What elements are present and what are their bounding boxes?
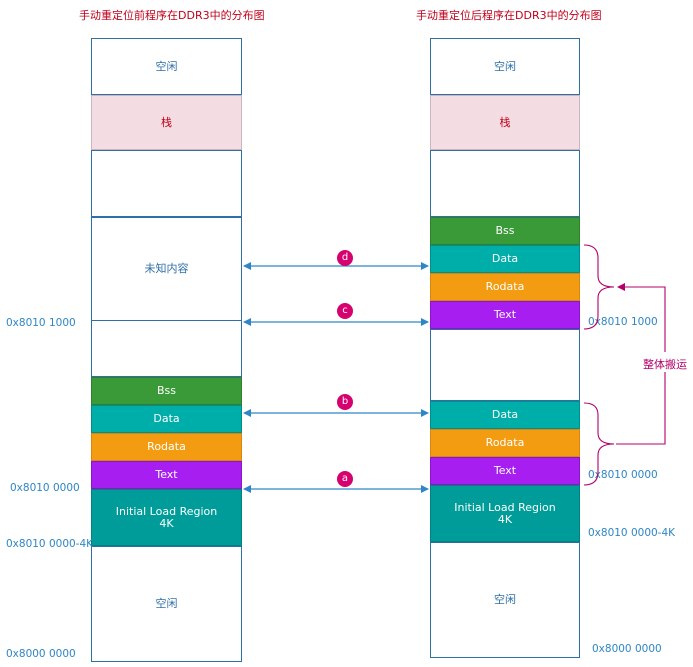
right-empty-block <box>430 150 580 217</box>
right-rodata2-block: Rodata <box>430 429 580 457</box>
left-bss-label: Bss <box>156 384 176 397</box>
right-text2-block: Text <box>430 457 580 485</box>
right-addr-80100000: 0x8010 0000 <box>588 469 658 481</box>
left-initial-load-block: Initial Load Region 4K <box>91 489 242 546</box>
left-free-top-block: 空闲 <box>91 38 242 95</box>
right-data2-label: Data <box>491 408 519 421</box>
badge-a: a <box>337 471 353 487</box>
right-addr-80101000: 0x8010 1000 <box>588 316 658 328</box>
lower-bracket <box>583 402 615 486</box>
badge-d: d <box>337 250 353 266</box>
right-text2-label: Text <box>493 464 517 477</box>
left-rodata-block: Rodata <box>91 433 242 461</box>
right-text-block: Text <box>430 301 580 329</box>
left-empty-block <box>91 150 242 217</box>
right-initial-load-line1: Initial Load Region <box>454 500 556 514</box>
right-diagram-title: 手动重定位后程序在DDR3中的分布图 <box>416 9 602 22</box>
right-addr-80000000: 0x8000 0000 <box>592 643 662 655</box>
right-free-top-label: 空闲 <box>494 59 516 73</box>
right-addr-80100000-minus-4k: 0x8010 0000-4K <box>588 527 676 539</box>
left-stack-label: 栈 <box>161 115 172 129</box>
left-unknown-block: 未知内容 <box>91 217 242 321</box>
left-bss-block: Bss <box>91 377 242 405</box>
left-data-label: Data <box>153 412 180 425</box>
right-free-bottom-label: 空闲 <box>494 593 516 606</box>
left-text-block: Text <box>91 461 242 489</box>
left-free-top-label: 空闲 <box>155 59 178 73</box>
right-initial-load-line2: 4K <box>497 512 513 526</box>
left-initial-load-line2: 4K <box>159 516 174 530</box>
upper-bracket <box>583 244 615 330</box>
left-addr-80101000: 0x8010 1000 <box>6 317 76 329</box>
left-free-bottom-block: 空闲 <box>91 546 242 662</box>
right-free-bottom-block: 空闲 <box>430 542 580 658</box>
left-addr-80100000-minus-4k: 0x8010 0000-4K <box>6 538 94 550</box>
left-diagram-title: 手动重定位前程序在DDR3中的分布图 <box>79 9 265 22</box>
left-addr-80000000: 0x8000 0000 <box>6 648 76 660</box>
right-gap-block <box>430 329 580 401</box>
right-initial-load-block: Initial Load Region 4K <box>430 485 580 542</box>
left-data-block: Data <box>91 405 242 433</box>
right-rodata2-label: Rodata <box>485 436 525 449</box>
left-gap-block <box>91 320 242 377</box>
right-stack-label: 栈 <box>499 115 511 129</box>
left-rodata-label: Rodata <box>147 440 186 453</box>
left-unknown-label: 未知内容 <box>144 262 189 275</box>
right-bss-block: Bss <box>430 217 580 245</box>
badge-b: b <box>337 394 353 410</box>
right-stack-block: 栈 <box>430 95 580 150</box>
left-free-bottom-label: 空闲 <box>155 597 178 610</box>
right-text-label: Text <box>493 308 517 321</box>
badge-c: c <box>337 303 353 319</box>
right-rodata-block: Rodata <box>430 273 580 301</box>
left-text-label: Text <box>155 468 178 481</box>
right-rodata-label: Rodata <box>485 280 525 293</box>
left-addr-80100000: 0x8010 0000 <box>10 482 80 494</box>
right-free-top-block: 空闲 <box>430 38 580 95</box>
move-label: 整体搬运 <box>643 358 687 371</box>
left-initial-load-line1: Initial Load Region <box>115 504 218 518</box>
left-stack-block: 栈 <box>91 95 242 150</box>
right-data-block: Data <box>430 245 580 273</box>
right-bss-label: Bss <box>495 224 515 237</box>
right-data2-block: Data <box>430 401 580 429</box>
right-data-label: Data <box>491 252 519 265</box>
